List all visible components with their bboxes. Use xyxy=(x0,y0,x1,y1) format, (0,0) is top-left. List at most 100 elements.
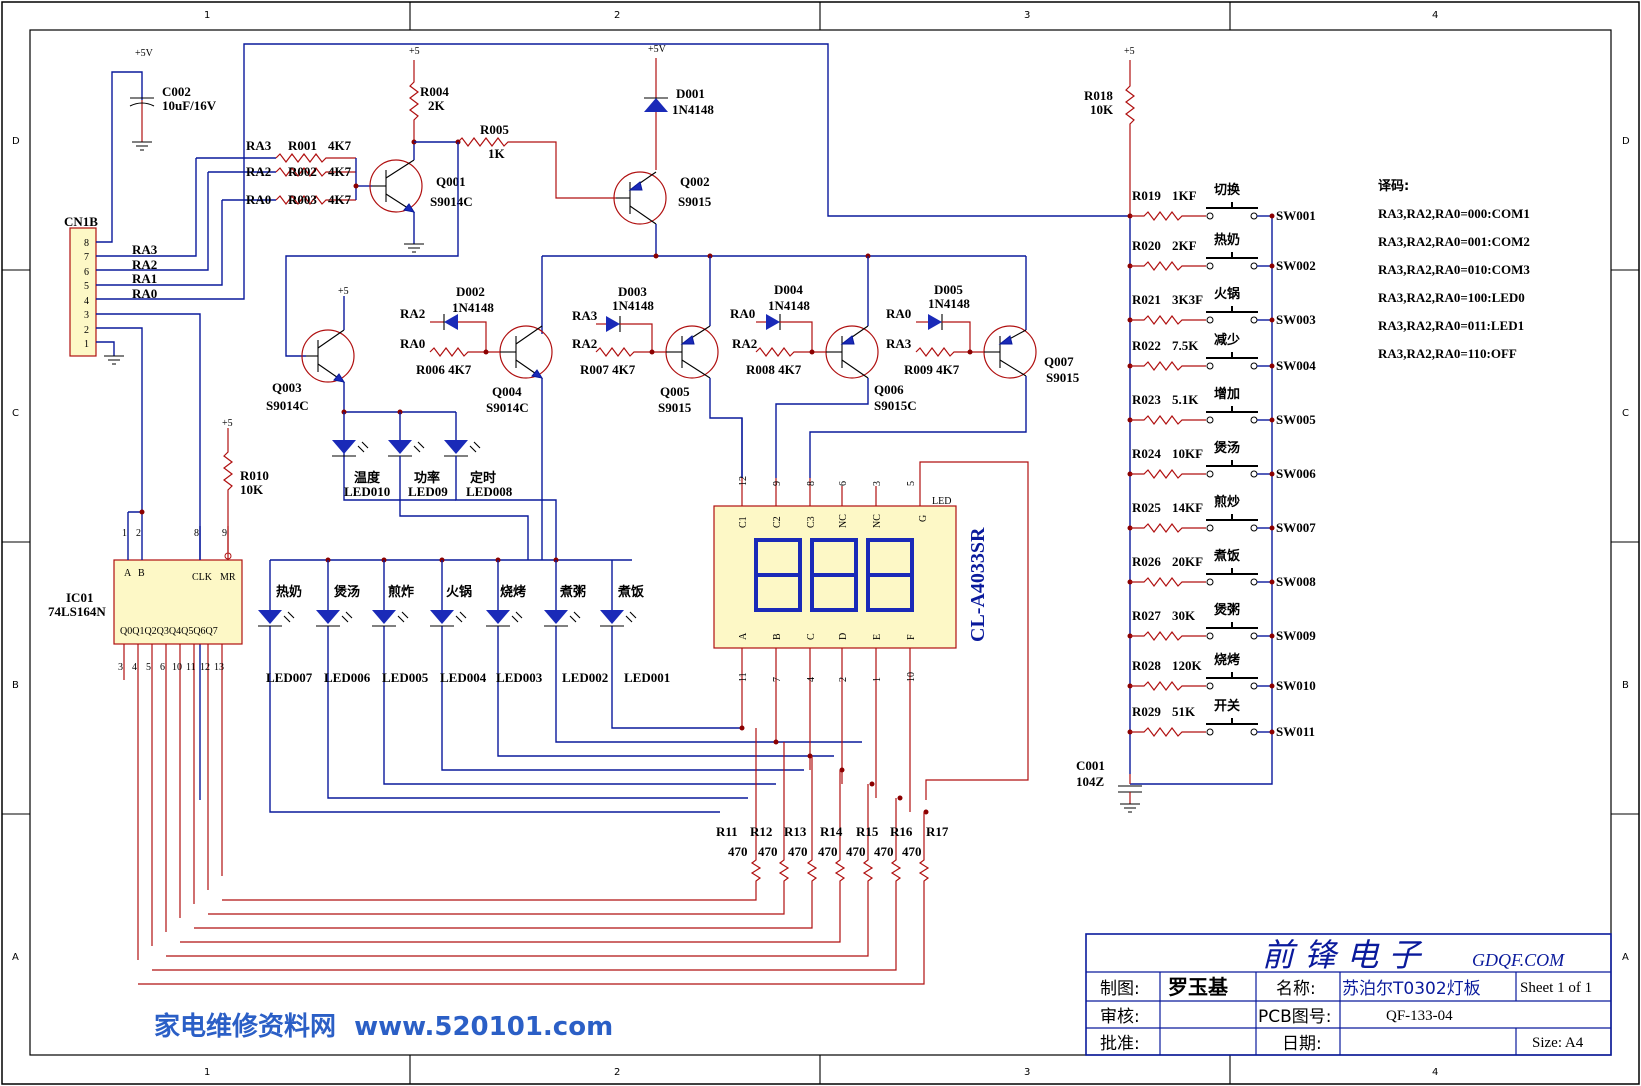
r005-value: 1K xyxy=(488,146,506,161)
junction-dot xyxy=(1269,417,1275,423)
drawn-by: 罗玉基 xyxy=(1168,975,1229,999)
diode-d002-and-r006 xyxy=(429,314,500,357)
ladder-resistor xyxy=(1130,261,1206,271)
transistor-q007 xyxy=(809,325,1037,478)
switch-resistor-ref: R023 xyxy=(1132,392,1161,407)
led007-ref: LED007 xyxy=(266,670,313,685)
ic01-pin-2: 2 xyxy=(136,528,141,539)
switch-resistor-value: 3K3F xyxy=(1172,292,1203,307)
connector-wires xyxy=(96,43,1128,800)
r17-value: 470 xyxy=(902,844,922,859)
q006-type: S9015C xyxy=(874,398,917,413)
cn-pin-2: 2 xyxy=(84,325,89,336)
r15-value: 470 xyxy=(846,844,866,859)
switch-contact xyxy=(1206,578,1214,586)
led010-ref: LED010 xyxy=(344,484,390,499)
ic01-output-names: Q0Q1Q2Q3Q4Q5Q6Q7 xyxy=(120,626,218,637)
r010-supply: +5 xyxy=(222,418,233,429)
junction-dot xyxy=(1269,363,1275,369)
switch-contact xyxy=(1250,632,1258,640)
switch-function-name: 开关 xyxy=(1214,698,1240,714)
watermark-text: 家电维修资料网 www.520101.com xyxy=(154,1011,613,1042)
board-name: 苏泊尔T0302灯板 xyxy=(1342,979,1481,999)
ladder-resistor xyxy=(1130,681,1206,691)
switch-resistor-ref: R028 xyxy=(1132,658,1161,673)
switch-function-name: 热奶 xyxy=(1214,232,1240,248)
display-name-a: A xyxy=(738,632,749,640)
r006-ref: R006 4K7 xyxy=(416,362,472,377)
sheet-number: Sheet 1 of 1 xyxy=(1520,980,1592,996)
digit-common-bus xyxy=(541,253,1027,334)
switch-resistor-ref: R026 xyxy=(1132,554,1161,569)
ic01-part: 74LS164N xyxy=(48,604,106,619)
r11-ref: R11 xyxy=(716,824,738,839)
switch-contact xyxy=(1250,212,1258,220)
led007-symbol xyxy=(258,560,720,813)
zone-col-3-bottom: 3 xyxy=(1024,1067,1030,1078)
r14-value: 470 xyxy=(818,844,838,859)
cn-pin-6: 6 xyxy=(84,267,89,278)
cn-pin-8: 8 xyxy=(84,238,89,249)
r004-ref: R004 xyxy=(420,84,449,99)
junction-dot xyxy=(1269,729,1275,735)
d005-type: 1N4148 xyxy=(928,296,970,311)
switch-resistor-ref: R020 xyxy=(1132,238,1161,253)
connector-ref: CN1B xyxy=(64,214,98,229)
display-name-f: F xyxy=(906,634,917,640)
r004-supply: +5 xyxy=(409,46,420,57)
cn-pin-5: 5 xyxy=(84,281,89,292)
switch-contact xyxy=(1206,682,1214,690)
r007-ref: R007 4K7 xyxy=(580,362,636,377)
q007-ref: Q007 xyxy=(1044,354,1074,369)
function-led-group xyxy=(258,557,862,813)
junction-dot xyxy=(1269,317,1275,323)
display-pin-11: 11 xyxy=(738,672,749,682)
q007-type: S9015 xyxy=(1046,370,1080,385)
segment-resistor-bank xyxy=(138,728,930,985)
switch-resistor-ref: R022 xyxy=(1132,338,1161,353)
q006-ref: Q006 xyxy=(874,382,904,397)
switch-contact xyxy=(1250,682,1258,690)
display-name-nc-2: NC xyxy=(872,514,883,528)
switch-resistor-value: 1KF xyxy=(1172,188,1197,203)
zone-row-d-left: D xyxy=(12,136,20,147)
switch-contact xyxy=(1206,416,1214,424)
led008-symbol xyxy=(444,412,557,560)
zone-row-b-right: B xyxy=(1622,680,1629,691)
led006-name: 煲汤 xyxy=(334,584,360,600)
led002-ref: LED002 xyxy=(562,670,608,685)
junction-dot xyxy=(1269,213,1275,219)
c002-ref: C002 xyxy=(162,84,191,99)
ic01-pin-8: 8 xyxy=(194,528,199,539)
key-ladder xyxy=(1118,60,1273,813)
approve-label: 批准: xyxy=(1100,1034,1140,1054)
r003-ref: R003 xyxy=(288,192,317,207)
d005-in-ra3: RA3 xyxy=(886,336,912,351)
zone-col-1-top: 1 xyxy=(204,10,210,21)
r003-value: 4K7 xyxy=(328,192,352,207)
ic01-pin-10: 10 xyxy=(172,662,182,673)
diode-d003-and-r007 xyxy=(595,316,666,357)
switch-contact xyxy=(1206,728,1214,736)
q004-ref: Q004 xyxy=(492,384,522,399)
d003-ref: D003 xyxy=(618,284,647,299)
r16-ref: R16 xyxy=(890,824,913,839)
display-name-c1: C1 xyxy=(738,516,749,528)
ladder-resistor xyxy=(1130,523,1206,533)
r001-ref: R001 xyxy=(288,138,317,153)
q003-type: S9014C xyxy=(266,398,309,413)
zone-col-3-top: 3 xyxy=(1024,10,1030,21)
display-led-tag: LED xyxy=(932,496,951,507)
r13-ref: R13 xyxy=(784,824,807,839)
q003-supply: +5 xyxy=(338,286,349,297)
label-ra3-r001: RA3 xyxy=(246,138,272,153)
switch-contact xyxy=(1250,416,1258,424)
q002-type: S9015 xyxy=(678,194,712,209)
